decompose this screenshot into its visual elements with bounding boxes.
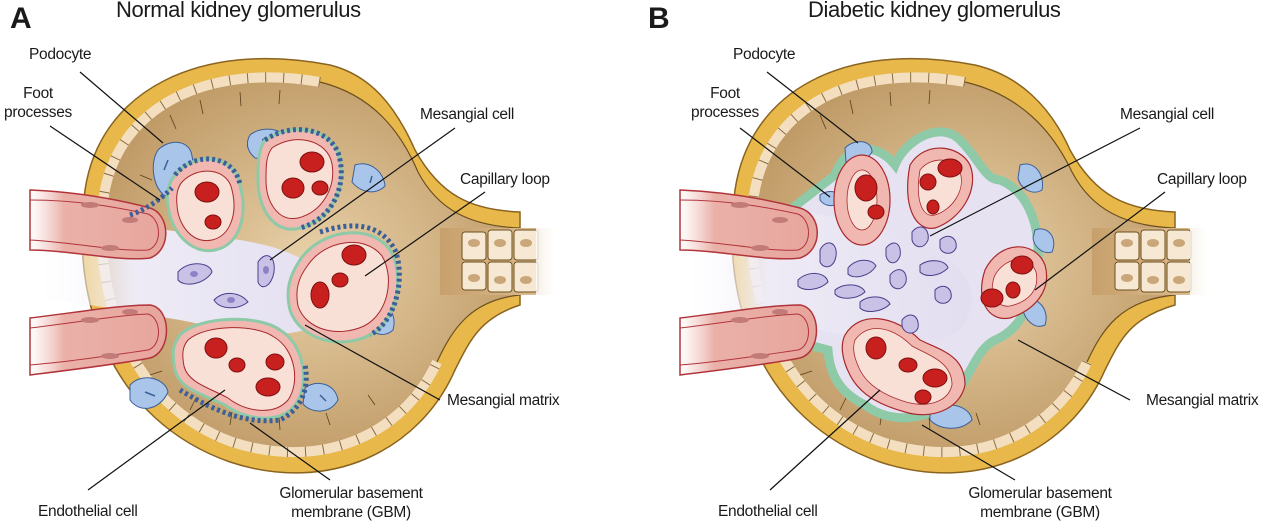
panel-diabetic-glomerulus: B Diabetic kidney glomerulus	[640, 0, 1280, 523]
panel-letter: A	[10, 2, 32, 35]
arteriole	[29, 189, 168, 376]
label-podocyte: Podocyte	[733, 46, 796, 63]
proximal-tubule	[1092, 200, 1230, 320]
label-foot-processes-line2: processes	[691, 104, 759, 121]
label-mesangial-cell: Mesangial cell	[420, 106, 515, 123]
panel-title: Normal kidney glomerulus	[116, 0, 361, 22]
panel-normal-glomerulus: A Normal kidney glomerulus	[4, 0, 576, 521]
normal-glomerulus-illustration	[29, 57, 576, 491]
label-mesangial-matrix: Mesangial matrix	[1146, 392, 1259, 409]
label-foot-processes-line1: Foot	[23, 85, 53, 102]
capillary-loops	[129, 127, 402, 424]
label-foot-processes-line2: processes	[4, 104, 72, 121]
label-gbm-line1: Glomerular basement	[279, 485, 423, 502]
label-podocyte: Podocyte	[29, 46, 92, 63]
label-capillary-loop: Capillary loop	[1157, 171, 1247, 188]
mesangial-cells	[797, 226, 957, 334]
label-capillary-loop: Capillary loop	[460, 171, 550, 188]
label-endothelial-cell: Endothelial cell	[38, 503, 138, 520]
leader-lines	[49, 71, 486, 491]
arteriole	[679, 189, 818, 376]
label-endothelial-cell: Endothelial cell	[718, 503, 818, 520]
capillary-loops	[833, 147, 1048, 416]
panel-title: Diabetic kidney glomerulus	[808, 0, 1061, 22]
label-gbm-line1: Glomerular basement	[968, 485, 1112, 502]
label-foot-processes-line1: Foot	[710, 85, 740, 102]
label-mesangial-cell: Mesangial cell	[1120, 106, 1215, 123]
label-gbm-line2: membrane (GBM)	[980, 504, 1100, 521]
diabetic-glomerulus-illustration	[679, 57, 1230, 491]
leader-lines	[739, 71, 1166, 491]
label-mesangial-matrix: Mesangial matrix	[447, 392, 560, 409]
panel-letter: B	[648, 2, 670, 35]
proximal-tubule	[440, 200, 576, 320]
label-gbm-line2: membrane (GBM)	[291, 504, 411, 521]
